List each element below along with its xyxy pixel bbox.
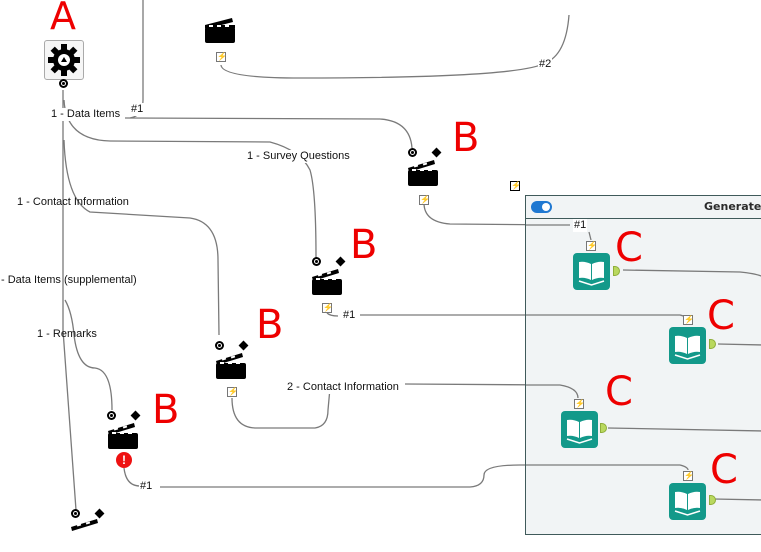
clapper-tool-b4[interactable] — [107, 419, 139, 456]
annotation-c-3: C — [605, 369, 633, 415]
clapperboard-icon — [216, 353, 246, 379]
annotation-b-3: B — [256, 302, 284, 348]
annotation-b-2: B — [350, 222, 378, 268]
clapper-tool-b2[interactable] — [311, 265, 343, 302]
book-icon — [669, 327, 706, 364]
book-icon — [561, 411, 598, 448]
container-title: Generate D — [704, 200, 761, 213]
clapper-tool-top[interactable] — [204, 15, 236, 50]
clapperboard-icon — [312, 269, 342, 295]
label-contact-info-2: 2 - Contact Information — [286, 381, 400, 394]
bolt-anchor[interactable]: ⚡ — [586, 241, 597, 251]
question-anchor[interactable] — [408, 148, 417, 157]
output-anchor[interactable] — [709, 495, 716, 505]
clapperboard-icon — [205, 18, 235, 43]
annotation-b-1: B — [452, 115, 480, 161]
label-hash1-container: #1 — [573, 219, 588, 232]
report-tool-1[interactable] — [573, 253, 610, 295]
label-hash1-top: #1 — [130, 103, 145, 116]
connection-container-hash1 — [423, 202, 571, 226]
question-anchor[interactable] — [59, 79, 68, 88]
clapper-tool-b3[interactable] — [215, 349, 247, 386]
clapper-tool-bottom[interactable] — [70, 515, 102, 552]
annotation-c-4: C — [710, 447, 738, 493]
gear-recycle-icon — [48, 44, 80, 76]
label-data-items-supplemental: - Data Items (supplemental) — [1, 274, 137, 286]
report-tool-4[interactable] — [669, 483, 706, 525]
output-anchor[interactable] — [709, 339, 716, 349]
bolt-anchor[interactable]: ⚡ — [683, 471, 694, 481]
output-anchor[interactable] — [600, 423, 607, 433]
label-remarks: 1 - Remarks — [37, 328, 97, 340]
question-anchor[interactable] — [71, 509, 80, 518]
bolt-anchor[interactable]: ⚡ — [216, 52, 227, 62]
annotation-c-2: C — [707, 293, 735, 339]
clapperboard-icon — [408, 160, 438, 186]
connection-hash2 — [220, 14, 570, 79]
book-icon — [573, 253, 610, 290]
label-contact-info-1: 1 - Contact Information — [17, 196, 129, 208]
label-hash1-mid: #1 — [342, 309, 357, 322]
question-anchor[interactable] — [107, 411, 116, 420]
annotation-a: A — [50, 0, 76, 38]
clapperboard-icon — [71, 519, 98, 531]
clapper-tool-b1[interactable] — [407, 156, 439, 193]
clapperboard-icon — [108, 423, 138, 449]
connection-top-hash1 — [129, 0, 144, 119]
question-anchor[interactable] — [215, 341, 224, 350]
report-tool-3[interactable] — [561, 411, 598, 453]
book-icon — [669, 483, 706, 520]
container-toggle[interactable] — [531, 201, 552, 213]
annotation-b-4: B — [152, 387, 180, 433]
report-tool-2[interactable] — [669, 327, 706, 369]
macro-input-tool[interactable] — [44, 40, 84, 80]
connection-remarks — [64, 299, 113, 411]
label-hash2: #2 — [538, 58, 553, 71]
bolt-anchor[interactable]: ⚡ — [322, 303, 333, 313]
bolt-anchor[interactable]: ⚡ — [683, 315, 694, 325]
label-hash1-bottom: #1 — [139, 480, 154, 493]
connection-contact-info-1 — [63, 139, 220, 336]
tool-container[interactable]: Generate D — [525, 195, 761, 535]
label-data-items: 1 - Data Items — [50, 108, 122, 121]
container-bolt[interactable]: ⚡ — [510, 181, 521, 191]
annotation-c-1: C — [615, 225, 643, 271]
container-header: Generate D — [526, 196, 761, 219]
bolt-anchor[interactable]: ⚡ — [574, 399, 585, 409]
question-anchor[interactable] — [312, 257, 321, 266]
output-anchor[interactable] — [613, 266, 620, 276]
connection-survey-questions — [63, 99, 317, 259]
label-survey-questions: 1 - Survey Questions — [246, 150, 351, 163]
error-icon[interactable]: ! — [116, 452, 132, 468]
bolt-anchor[interactable]: ⚡ — [419, 195, 430, 205]
connection-data-items — [124, 117, 413, 149]
bolt-anchor[interactable]: ⚡ — [227, 387, 238, 397]
connection-main-vertical — [62, 90, 77, 511]
